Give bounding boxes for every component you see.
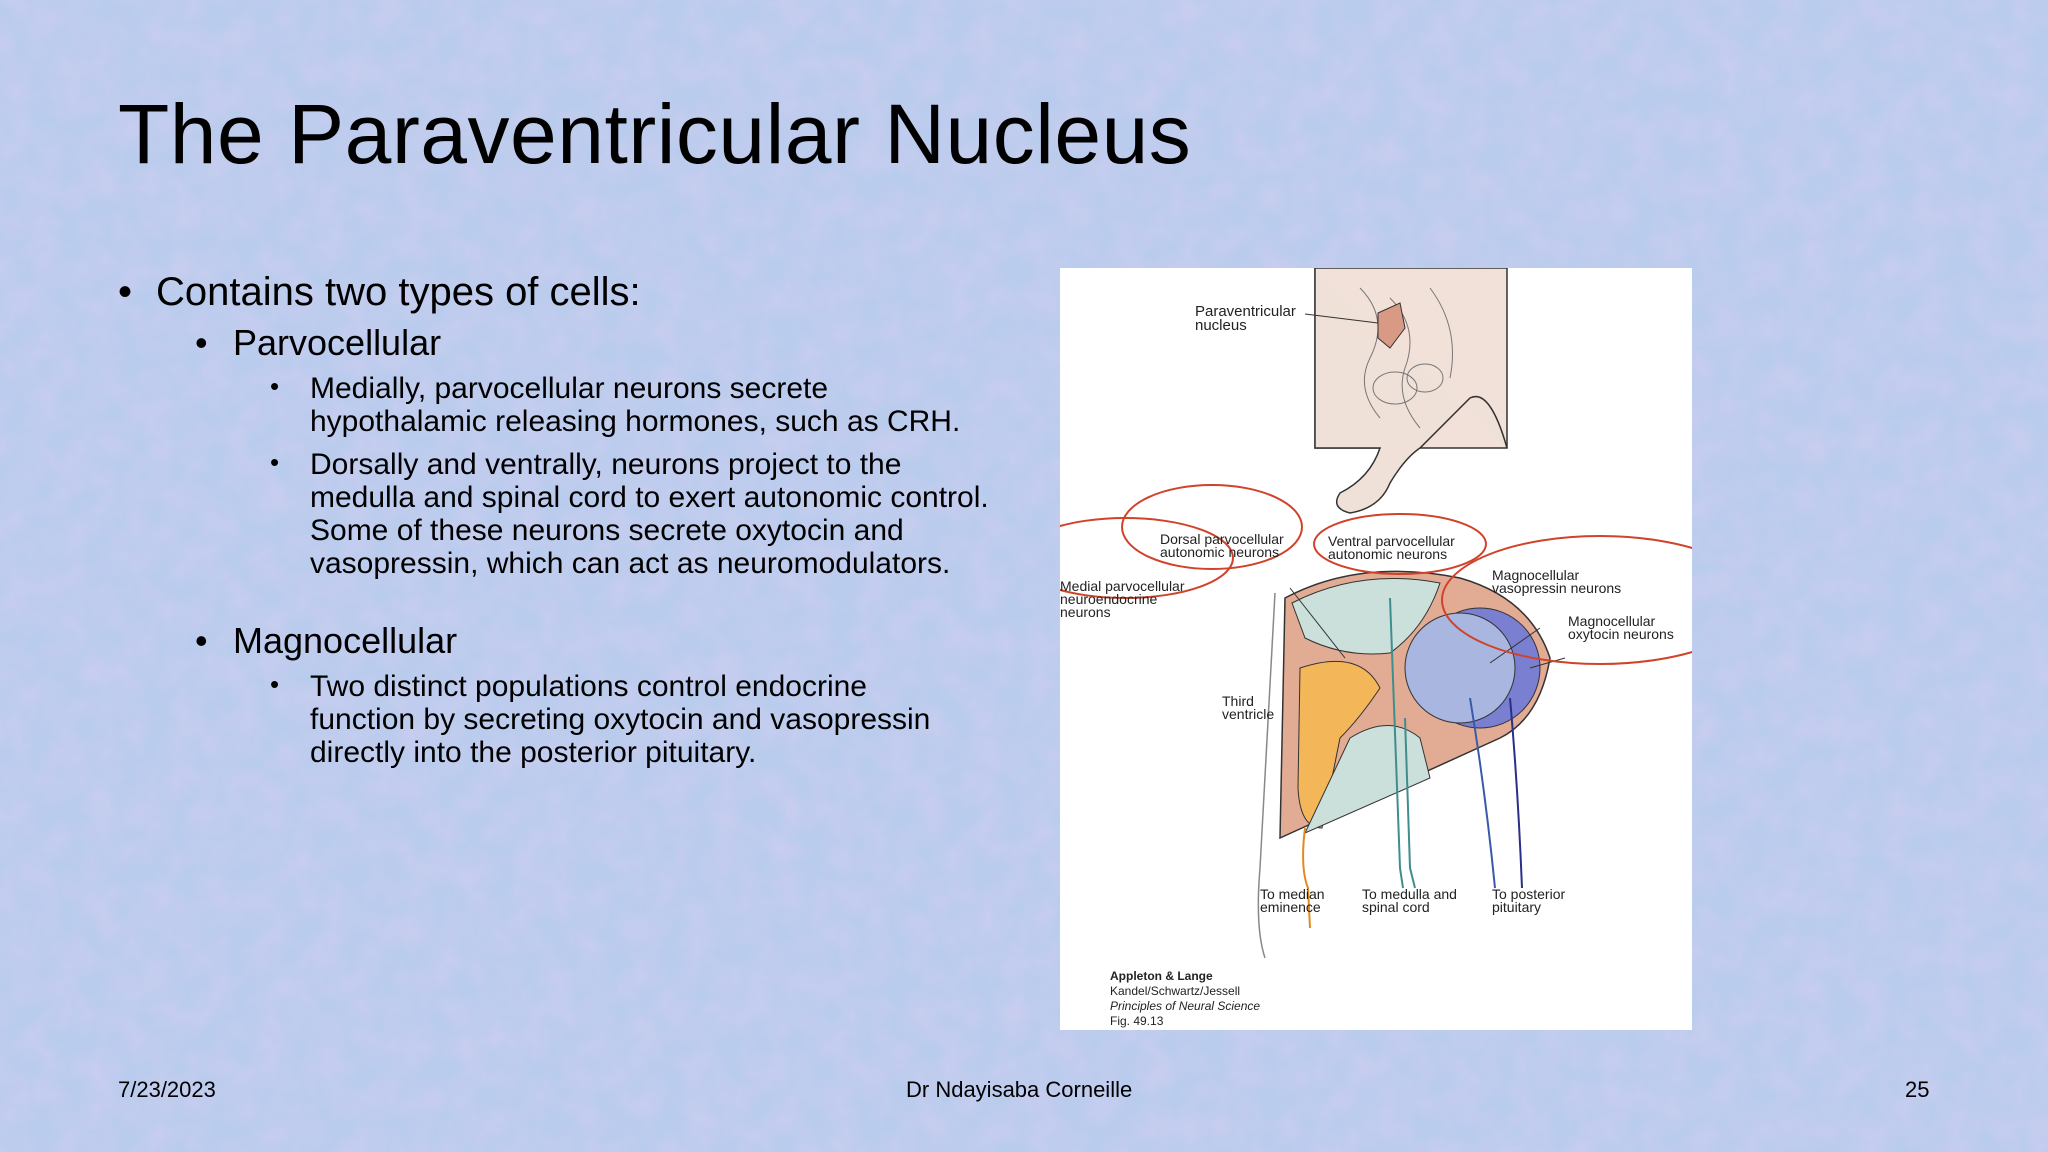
- label-to-medulla-2: spinal cord: [1362, 899, 1430, 915]
- credit-authors: Kandel/Schwartz/Jessell: [1110, 984, 1240, 998]
- bullet-parvocellular-text: Parvocellular: [233, 322, 442, 363]
- footer-date: 7/23/2023: [118, 1077, 216, 1102]
- footer-author: Dr Ndayisaba Corneille: [906, 1077, 1133, 1102]
- label-to-median-2: eminence: [1260, 899, 1321, 915]
- pvn-diagram: Paraventricular nucleus Dorsal p: [1016, 267, 1759, 1030]
- bullet-parvo-point-1: • Medially, parvocellular neurons secret…: [270, 371, 1010, 438]
- label-magno-oxy-2: oxytocin neurons: [1568, 626, 1674, 642]
- label-medial-2: neuroendocrine: [1060, 591, 1158, 607]
- bullet-magno-point-1: • Two distinct populations control endoc…: [270, 669, 970, 769]
- bullet-magno-point-1-text: Two distinct populations control endocri…: [310, 670, 931, 769]
- bullet-dot: •: [118, 270, 133, 314]
- label-to-medulla-1: To medulla and: [1362, 886, 1457, 902]
- label-ventral-2: autonomic neurons: [1328, 546, 1447, 562]
- bullet-dot: •: [270, 371, 280, 401]
- pvn-diagram-svg: Paraventricular nucleus Dorsal p: [1016, 267, 1759, 1028]
- label-to-median-1: To median: [1260, 886, 1325, 902]
- bullet-dot: •: [270, 669, 280, 699]
- bullet-dot: •: [195, 620, 208, 661]
- bullet-magnocellular-text: Magnocellular: [233, 620, 458, 661]
- credit-publisher: Appleton & Lange: [1110, 969, 1213, 983]
- label-ventral-1: Ventral parvocellular: [1328, 533, 1455, 549]
- label-dorsal-1: Dorsal parvocellular: [1160, 531, 1284, 547]
- label-to-posterior-2: pituitary: [1492, 899, 1541, 915]
- footer-page-number: 25: [1905, 1077, 1930, 1102]
- bullet-dot: •: [270, 447, 280, 477]
- label-dorsal-2: autonomic neurons: [1160, 544, 1279, 560]
- label-pvn-1: Paraventricular: [1195, 303, 1296, 320]
- label-medial-3: neurons: [1060, 604, 1111, 620]
- credit-book: Principles of Neural Science: [1110, 999, 1260, 1013]
- credit-figure: Fig. 49.13: [1110, 1014, 1164, 1028]
- bullet-parvo-point-1-text: Medially, parvocellular neurons secrete …: [310, 372, 961, 438]
- bullet-main-text: Contains two types of cells:: [156, 270, 641, 314]
- label-pvn-2: nucleus: [1195, 317, 1247, 334]
- label-medial-1: Medial parvocellular: [1060, 578, 1185, 594]
- label-third-ventricle-2: ventricle: [1222, 706, 1274, 722]
- nucleus-diagram: [1257, 570, 1566, 959]
- label-magno-oxy-1: Magnocellular: [1568, 613, 1655, 629]
- label-magno-vaso-2: vasopressin neurons: [1492, 580, 1621, 596]
- label-to-posterior-1: To posterior: [1492, 886, 1565, 902]
- label-third-ventricle-1: Third: [1222, 693, 1254, 709]
- label-magno-vaso-1: Magnocellular: [1492, 567, 1579, 583]
- bullet-parvo-point-2: • Dorsally and ventrally, neurons projec…: [270, 447, 1010, 580]
- slide-title: The Paraventricular Nucleus: [118, 87, 1192, 181]
- brain-section-inset: [1314, 267, 1508, 514]
- bullet-parvo-point-2-text: Dorsally and ventrally, neurons project …: [310, 448, 989, 580]
- bullet-dot: •: [195, 322, 208, 363]
